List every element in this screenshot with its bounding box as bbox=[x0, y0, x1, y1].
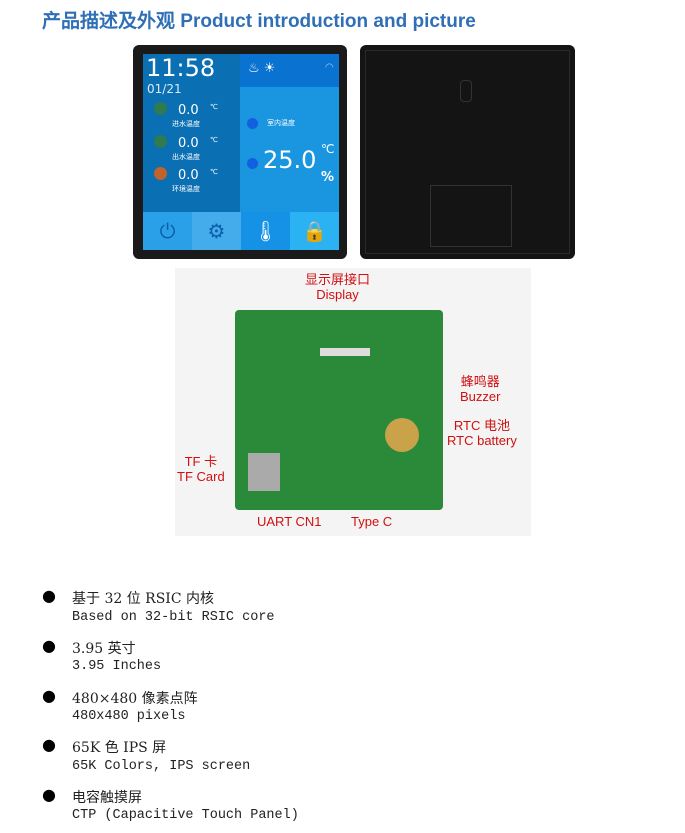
bullet: ● bbox=[42, 586, 56, 605]
bullet: ● bbox=[42, 735, 56, 754]
clock-date: 01/21 bbox=[147, 82, 182, 96]
feature-cn: 3.95 英寸 bbox=[72, 641, 136, 657]
feature-en: Based on 32-bit RSIC core bbox=[72, 610, 275, 625]
settings-button[interactable]: ⚙ bbox=[192, 212, 241, 250]
feature-en: CTP (Capacitive Touch Panel) bbox=[72, 808, 299, 823]
feature-en: 3.95 Inches bbox=[72, 659, 162, 674]
label-tf-card: TF 卡 TF Card bbox=[177, 454, 225, 484]
feature-en: 65K Colors, IPS screen bbox=[72, 759, 251, 774]
label-type-c: Type C bbox=[351, 514, 393, 529]
thermometer-icon bbox=[247, 118, 258, 129]
bullet: ● bbox=[42, 636, 56, 655]
weather-icons: ♨ ☀ bbox=[248, 61, 276, 76]
indoor-temp-value: 25.0 bbox=[263, 146, 317, 174]
label-display: 显示屏接口 Display bbox=[305, 272, 371, 302]
wifi-icon: ◠ bbox=[325, 62, 334, 73]
humidity-icon bbox=[247, 158, 258, 169]
lock-button[interactable]: 🔒 bbox=[290, 212, 339, 250]
device-front-image: 11:58 01/21 ♨ ☀ ◠ 0.0 ℃ 进水温度 0.0 ℃ 出水温度 … bbox=[133, 45, 347, 259]
feature-en: 480x480 pixels bbox=[72, 709, 186, 724]
feature-cn: 电容触摸屏 bbox=[72, 790, 142, 806]
device-back-image bbox=[360, 45, 575, 259]
bullet: ● bbox=[42, 686, 56, 705]
power-button[interactable]: ⏻ bbox=[143, 212, 192, 250]
page-title: 产品描述及外观 Product introduction and picture bbox=[42, 11, 476, 32]
unit-celsius: ℃ bbox=[321, 142, 335, 156]
bullet: ● bbox=[42, 785, 56, 804]
temperature-button[interactable]: 🌡 bbox=[241, 212, 290, 250]
water-in-icon bbox=[154, 102, 167, 115]
ambient-icon bbox=[154, 167, 167, 180]
label-rtc: RTC 电池 RTC battery bbox=[447, 418, 517, 448]
feature-cn: 基于 32 位 RSIC 内核 bbox=[72, 591, 214, 607]
unit-percent: % bbox=[321, 170, 335, 185]
water-out-icon bbox=[154, 135, 167, 148]
clock-time: 11:58 bbox=[146, 54, 216, 82]
label-buzzer: 蜂鸣器 Buzzer bbox=[460, 374, 501, 404]
feature-cn: 480×480 像素点阵 bbox=[72, 691, 198, 707]
indoor-label: 室内温度 bbox=[267, 119, 295, 127]
label-uart: UART CN1 bbox=[257, 514, 322, 529]
feature-cn: 65K 色 IPS 屏 bbox=[72, 740, 167, 756]
pcb-image: 显示屏接口 Display 蜂鸣器 Buzzer RTC 电池 RTC batt… bbox=[175, 268, 531, 536]
